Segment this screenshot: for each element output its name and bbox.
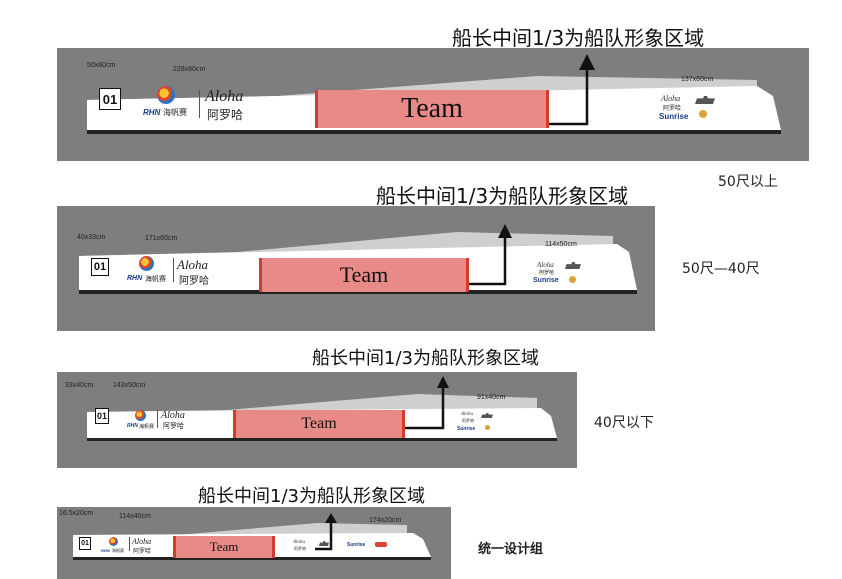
section4-sponsor-badge-icon	[375, 542, 387, 547]
section4-sponsor-sunrise: Sunrise	[347, 542, 366, 548]
section1-sponsor-aloha: Aloha	[661, 94, 681, 103]
section1-size-3: 137x60cm	[681, 76, 714, 83]
section1-team-area: Team	[315, 90, 549, 128]
section1-sponsor-badge-icon	[699, 110, 707, 118]
section2-size-2: 171x60cm	[145, 235, 178, 242]
section1-rhn-logo-icon	[157, 86, 175, 104]
section3-size-1: 33x40cm	[65, 382, 94, 389]
section2-sponsor-ship-icon	[565, 262, 581, 269]
section2-number-box: 01	[91, 258, 109, 276]
section2-panel: 40x33cm 171x60cm 114x50cm 01 RHN 海帆赛 Alo…	[57, 206, 655, 331]
section4-sponsor-aloha: Aloha	[293, 540, 305, 545]
section3-team-area: Team	[233, 410, 405, 438]
section1-side-label: 50尺以上	[718, 174, 778, 190]
section3-sponsor-aluoha: 阿罗哈	[462, 418, 474, 423]
section4-side-label: 统一设计组	[478, 542, 544, 557]
section2-sponsor-sunrise: Sunrise	[533, 277, 559, 284]
section4-sponsor-ship-icon	[319, 541, 329, 546]
section2-arrow-line	[469, 236, 507, 286]
section2-team-area: Team	[259, 258, 469, 292]
section1-aloha-script: Aloha	[205, 88, 244, 105]
section2-stripe	[79, 290, 637, 294]
section3-stripe	[87, 438, 557, 441]
section2-size-1: 40x33cm	[77, 234, 106, 241]
section3-size-3: 91x40cm	[477, 394, 506, 401]
section1-haifan-text: 海帆赛	[163, 108, 187, 117]
section2-sponsor-badge-icon	[569, 276, 576, 283]
section4-heading: 船长中间1/3为船队形象区域	[198, 486, 425, 507]
section3-aluoha-text: 阿罗哈	[163, 422, 184, 430]
section3-heading: 船长中间1/3为船队形象区域	[312, 348, 539, 369]
section2-rhn-text: RHN	[127, 275, 143, 282]
section4-number-box: 01	[79, 537, 91, 550]
section1-rhn-text: RHN	[143, 108, 161, 117]
section2-side-label: 50尺—40尺	[682, 261, 760, 277]
section4-logo-divider	[129, 537, 130, 551]
section3-side-label: 40尺以下	[594, 415, 654, 431]
section3-logo-divider	[157, 410, 158, 428]
section4-size-3: 174x20cm	[369, 517, 402, 524]
section1-number-box: 01	[99, 88, 121, 110]
section1-panel: 50x60cm 228x80cm 137x60cm 01 RHN 海帆赛 Alo…	[57, 48, 809, 161]
section1-aluoha-text: 阿罗哈	[207, 108, 244, 122]
section1-size-1: 50x60cm	[87, 62, 116, 69]
section3-arrow-head	[437, 376, 449, 388]
section3-number-box: 01	[95, 408, 109, 424]
section2-heading: 船长中间1/3为船队形象区域	[376, 184, 629, 208]
section1-stripe	[87, 130, 781, 134]
section2-sponsor-aluoha: 阿罗哈	[539, 270, 555, 276]
section4-size-1: 16.5x20cm	[59, 510, 94, 517]
section2-rhn-logo-icon	[139, 256, 154, 271]
section2-haifan-text: 海帆赛	[145, 275, 166, 283]
section4-rhn-logo-icon	[109, 537, 118, 546]
section3-haifan-text: 海帆赛	[139, 424, 155, 430]
section4-size-2: 114x40cm	[119, 513, 151, 520]
section3-rhn-text: RHN	[127, 423, 138, 429]
section4-rhn-text: RHN	[101, 548, 110, 553]
section3-sponsor-aloha: Aloha	[461, 412, 473, 417]
section4-team-area: Team	[173, 536, 275, 558]
section1-sponsor-sunrise: Sunrise	[659, 112, 689, 121]
section1-sponsor-ship-icon	[695, 96, 715, 104]
section4-panel: 16.5x20cm 114x40cm 174x20cm 01 RHN 海帆赛 A…	[57, 507, 451, 579]
section1-size-2: 228x80cm	[173, 66, 206, 73]
section3-rhn-logo-icon	[135, 410, 146, 421]
section1-arrow-line	[545, 68, 589, 126]
section4-aluoha-text: 阿罗哈	[133, 548, 152, 555]
section2-size-3: 114x50cm	[545, 241, 577, 248]
section4-sponsor-aluoha: 阿罗哈	[294, 546, 306, 551]
section3-sponsor-badge-icon	[485, 425, 490, 430]
section2-aloha-script: Aloha	[177, 257, 209, 272]
section3-sponsor-sunrise: Sunrise	[457, 426, 476, 432]
section1-logo-divider	[199, 90, 200, 118]
section3-arrow-line	[405, 386, 445, 430]
section2-arrow-head	[498, 224, 512, 238]
section4-arrow-head	[325, 513, 337, 523]
section4-stripe	[73, 557, 431, 560]
section3-sponsor-ship-icon	[481, 413, 493, 418]
section4-arrow-line	[315, 521, 333, 551]
section3-size-2: 143x50cm	[113, 382, 146, 389]
section3-aloha-script: Aloha	[161, 410, 185, 421]
section4-haifan-text: 海帆赛	[112, 548, 124, 553]
section4-aloha-script: Aloha	[132, 537, 152, 546]
section1-heading: 船长中间1/3为船队形象区域	[452, 26, 705, 50]
section2-logo-divider	[173, 258, 174, 282]
section2-aluoha-text: 阿罗哈	[179, 276, 209, 287]
section3-panel: 33x40cm 143x50cm 91x40cm 01 RHN 海帆赛 Aloh…	[57, 372, 577, 468]
section1-arrow-head	[579, 54, 595, 70]
section1-sponsor-aluoha: 阿罗哈	[663, 105, 682, 112]
section2-sponsor-aloha: Aloha	[537, 261, 554, 269]
